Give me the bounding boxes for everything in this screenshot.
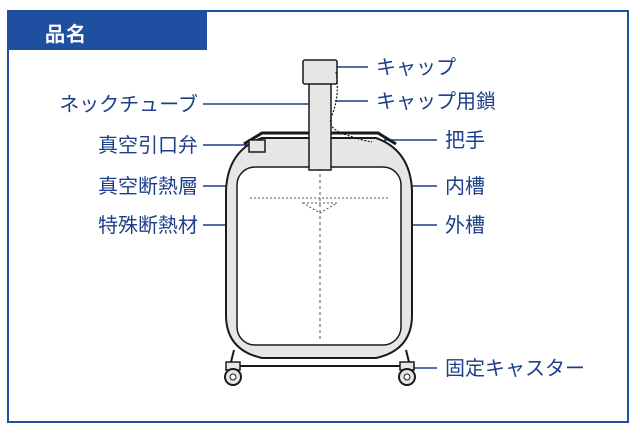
label-vacuum-insulation: 真空断熱層: [98, 174, 198, 198]
vacuum-valve-shape: [248, 139, 266, 153]
title-tab: 品名: [7, 10, 207, 50]
inner-tank-shape: [236, 166, 402, 346]
cap-shape: [302, 59, 338, 85]
label-inner-tank: 内槽: [445, 174, 485, 198]
label-special-insulation: 特殊断熱材: [98, 213, 198, 237]
product-name-label: 品名: [45, 22, 87, 46]
label-handle: 把手: [445, 128, 485, 152]
label-vacuum-valve: 真空引口弁: [98, 133, 198, 157]
caster-left: [224, 361, 242, 386]
caster-right: [398, 361, 416, 386]
cap-chain-shape: [329, 71, 373, 143]
neck-tube-shape: [308, 81, 332, 171]
label-cap: キャップ: [376, 55, 456, 79]
label-cap-chain: キャップ用鎖: [376, 89, 496, 113]
label-outer-tank: 外槽: [445, 213, 485, 237]
diagram-frame: [7, 10, 629, 423]
base-stand-shape: [228, 349, 412, 367]
label-caster: 固定キャスター: [445, 356, 585, 380]
label-neck-tube: ネックチューブ: [59, 92, 198, 116]
